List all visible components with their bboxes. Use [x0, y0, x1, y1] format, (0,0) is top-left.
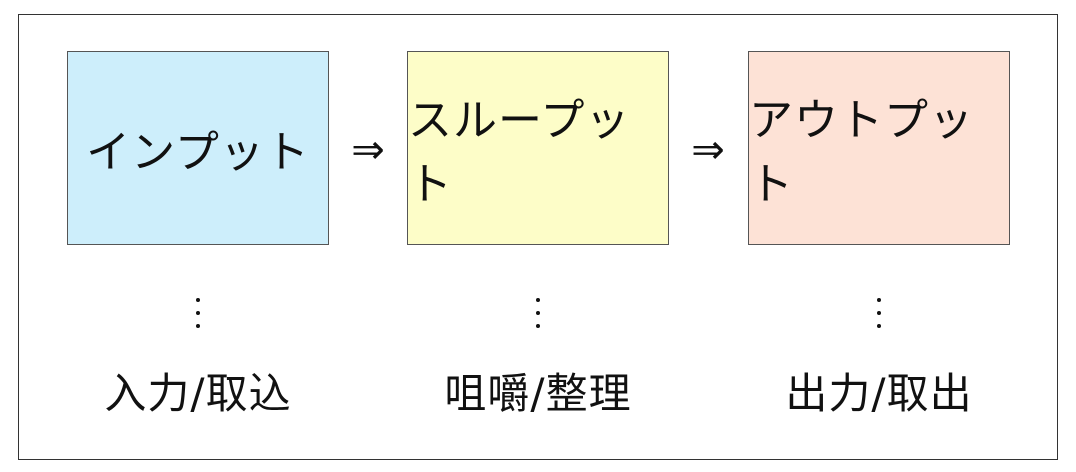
arrow-input-to-throughput: ⇒ — [351, 127, 385, 173]
stage-box-input: インプット — [67, 51, 329, 245]
vertical-ellipsis-output — [748, 292, 1010, 336]
stage-label-output: アウトプット — [749, 95, 974, 210]
vertical-ellipsis-throughput — [407, 292, 669, 336]
stage-label-throughput: スループット — [408, 95, 631, 210]
stage-box-output: アウトプット — [748, 51, 1010, 245]
stage-description-input: 入力/取込 — [104, 368, 292, 418]
arrow-throughput-to-output: ⇒ — [691, 127, 725, 173]
stage-description-output: 出力/取出 — [785, 368, 973, 418]
vertical-ellipsis-input — [67, 292, 329, 336]
stage-description-throughput: 咀嚼/整理 — [444, 368, 632, 418]
stage-label-input: インプット — [86, 127, 310, 178]
stage-box-throughput: スループット — [407, 51, 669, 245]
